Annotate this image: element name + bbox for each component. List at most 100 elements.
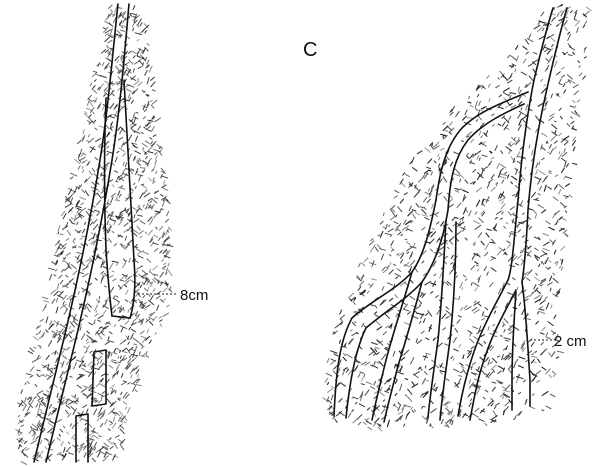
texture-stroke — [333, 332, 335, 333]
texture-stroke — [134, 215, 135, 218]
texture-stroke — [502, 180, 504, 183]
texture-stroke — [63, 214, 66, 219]
panel-label: C — [303, 39, 317, 61]
texture-stroke — [575, 21, 580, 26]
texture-stroke — [468, 331, 472, 334]
texture-stroke — [556, 357, 558, 358]
texture-stroke — [471, 347, 474, 349]
texture-stroke — [94, 442, 97, 447]
texture-stroke — [430, 249, 433, 251]
texture-stroke — [410, 296, 415, 299]
texture-stroke — [550, 394, 555, 397]
texture-stroke — [481, 136, 483, 138]
texture-stroke — [519, 357, 525, 359]
texture-stroke — [81, 444, 84, 446]
texture-stroke — [94, 80, 96, 82]
texture-stroke — [168, 263, 169, 266]
texture-stroke — [110, 446, 113, 449]
texture-stroke — [131, 383, 135, 384]
texture-stroke — [470, 333, 472, 336]
texture-stroke — [340, 310, 342, 314]
texture-stroke — [567, 124, 570, 127]
texture-stroke — [147, 44, 149, 46]
texture-stroke — [123, 402, 126, 405]
texture-stroke — [395, 191, 399, 193]
texture-stroke — [398, 230, 400, 231]
texture-stroke — [150, 272, 155, 276]
texture-stroke — [413, 243, 415, 247]
texture-stroke — [125, 163, 126, 167]
texture-stroke — [352, 410, 354, 412]
texture-stroke — [77, 385, 81, 388]
texture-stroke — [124, 259, 126, 261]
texture-stroke — [491, 188, 495, 192]
texture-stroke — [446, 379, 449, 381]
texture-stroke — [479, 101, 481, 105]
texture-stroke — [405, 226, 408, 229]
texture-stroke — [450, 272, 452, 274]
texture-stroke — [475, 212, 477, 214]
texture-stroke — [499, 95, 501, 97]
texture-stroke — [461, 141, 463, 142]
texture-stroke — [583, 76, 586, 79]
texture-stroke — [48, 268, 54, 270]
texture-stroke — [443, 177, 446, 182]
texture-stroke — [458, 316, 461, 317]
texture-stroke — [531, 342, 534, 346]
texture-stroke — [68, 207, 73, 212]
texture-stroke — [87, 331, 90, 333]
texture-stroke — [78, 460, 80, 461]
texture-stroke — [140, 209, 142, 211]
texture-stroke — [554, 315, 556, 318]
texture-stroke — [159, 227, 162, 231]
texture-stroke — [44, 301, 49, 302]
texture-stroke — [340, 383, 345, 387]
texture-stroke — [518, 138, 519, 141]
texture-stroke — [73, 283, 75, 285]
texture-stroke — [132, 123, 136, 124]
texture-stroke — [565, 161, 567, 166]
texture-stroke — [126, 85, 129, 87]
texture-stroke — [112, 360, 116, 361]
texture-stroke — [427, 199, 430, 203]
texture-stroke — [64, 248, 66, 249]
texture-stroke — [63, 244, 66, 247]
texture-stroke — [41, 399, 43, 402]
texture-stroke — [429, 328, 431, 329]
texture-stroke — [407, 252, 409, 254]
texture-stroke — [508, 293, 514, 295]
texture-stroke — [163, 266, 166, 268]
texture-stroke — [26, 448, 29, 450]
texture-stroke — [487, 76, 489, 79]
texture-stroke — [155, 118, 161, 122]
texture-stroke — [25, 454, 28, 457]
texture-stroke — [454, 152, 459, 154]
texture-stroke — [88, 304, 92, 308]
texture-stroke — [327, 358, 329, 362]
texture-stroke — [136, 381, 138, 383]
texture-stroke — [503, 249, 505, 250]
texture-stroke — [90, 222, 93, 226]
texture-stroke — [84, 453, 86, 457]
texture-stroke — [121, 327, 123, 332]
texture-stroke — [500, 174, 506, 176]
texture-stroke — [114, 325, 116, 327]
texture-stroke — [93, 112, 95, 114]
texture-stroke — [396, 277, 398, 279]
texture-stroke — [516, 56, 518, 61]
texture-stroke — [84, 347, 88, 349]
texture-stroke — [83, 130, 84, 134]
texture-stroke — [131, 329, 135, 332]
texture-stroke — [383, 213, 384, 215]
texture-stroke — [574, 20, 577, 21]
texture-stroke — [559, 108, 561, 110]
texture-stroke — [564, 90, 566, 93]
texture-stroke — [452, 218, 454, 220]
texture-stroke — [398, 403, 399, 405]
texture-stroke — [57, 352, 59, 354]
texture-stroke — [41, 451, 43, 453]
texture-stroke — [568, 55, 572, 56]
texture-stroke — [491, 403, 493, 406]
texture-stroke — [544, 24, 546, 25]
texture-stroke — [136, 249, 140, 252]
